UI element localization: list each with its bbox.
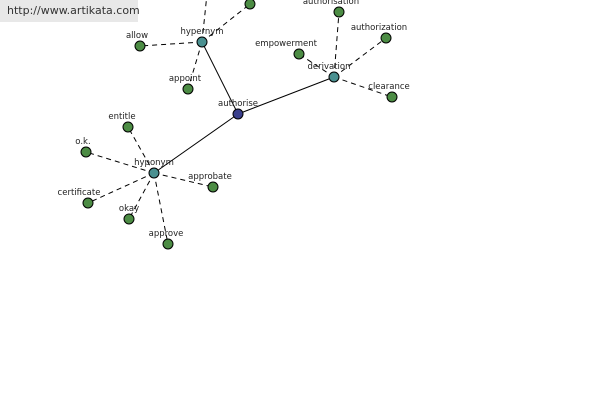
edge-hyponym-o.k. xyxy=(85,151,155,174)
edge-hyponym-approbate xyxy=(153,172,214,188)
node-label: okay xyxy=(119,204,139,214)
node-label: o.k. xyxy=(75,137,90,147)
node-circle[interactable] xyxy=(207,181,219,193)
node-label: authorization xyxy=(351,23,407,33)
node-label: authorise xyxy=(218,99,258,109)
node-circle[interactable] xyxy=(380,32,392,44)
node-circle[interactable] xyxy=(328,71,340,83)
node-label: derivation xyxy=(307,62,350,72)
node-approve[interactable]: approve xyxy=(149,229,184,250)
node-label: certificate xyxy=(58,188,101,198)
node-label: authorisation xyxy=(303,0,359,7)
node-hyp-top1[interactable] xyxy=(244,0,256,10)
edge-hypernym-appoint xyxy=(187,41,203,90)
node-allow[interactable]: allow xyxy=(126,31,148,52)
node-okay[interactable]: okay xyxy=(119,204,139,225)
node-approbate[interactable]: approbate xyxy=(188,172,232,193)
nodes-layer: authorise hypernym derivation hyponym allow a… xyxy=(58,0,410,250)
edge-derivation-empowerment xyxy=(298,53,335,78)
node-circle[interactable] xyxy=(162,238,174,250)
node-circle[interactable] xyxy=(333,6,345,18)
node-circle[interactable] xyxy=(293,48,305,60)
node-circle[interactable] xyxy=(134,40,146,52)
edge-hypernym-allow xyxy=(139,41,203,47)
node-circle[interactable] xyxy=(244,0,256,10)
node-hyponym[interactable]: hyponym xyxy=(134,158,174,179)
edge-hypernym-hyp-top1 xyxy=(201,3,251,43)
node-label: hyponym xyxy=(134,158,174,168)
edge-authorise-derivation xyxy=(237,76,335,115)
node-circle[interactable] xyxy=(232,108,244,120)
edge-derivation-clearance xyxy=(333,76,393,98)
node-ok[interactable]: o.k. xyxy=(75,137,92,158)
node-label: appoint xyxy=(169,74,202,84)
node-certificate[interactable]: certificate xyxy=(58,188,101,209)
edges-layer xyxy=(85,0,393,245)
node-circle[interactable] xyxy=(386,91,398,103)
site-url-banner[interactable]: http://www.artikata.com xyxy=(0,0,140,22)
node-label: approve xyxy=(149,229,184,239)
node-circle[interactable] xyxy=(123,213,135,225)
node-entitle[interactable]: entitle xyxy=(108,112,136,133)
node-label: empowerment xyxy=(255,39,318,49)
node-authorization[interactable]: authorization xyxy=(351,23,407,44)
node-circle[interactable] xyxy=(82,197,94,209)
node-hypernym[interactable]: hypernym xyxy=(180,27,224,48)
node-circle[interactable] xyxy=(122,121,134,133)
edge-authorise-hypernym xyxy=(201,41,239,115)
node-circle[interactable] xyxy=(196,36,208,48)
node-appoint[interactable]: appoint xyxy=(169,74,202,95)
node-authorisation[interactable]: authorisation xyxy=(303,0,359,18)
edge-hypernym-hyp-top2 xyxy=(201,0,207,43)
node-circle[interactable] xyxy=(182,83,194,95)
node-circle[interactable] xyxy=(148,167,160,179)
node-label: allow xyxy=(126,31,148,41)
edge-derivation-authorization xyxy=(333,37,387,78)
node-label: clearance xyxy=(368,82,409,92)
edge-hyponym-approve xyxy=(153,172,169,245)
node-clearance[interactable]: clearance xyxy=(368,82,410,103)
edge-authorise-hyponym xyxy=(153,113,239,174)
node-empowerment[interactable]: empowerment xyxy=(255,39,318,60)
node-derivation[interactable]: derivation xyxy=(307,62,351,83)
edge-hyponym-certificate xyxy=(87,172,155,204)
node-authorise[interactable]: authorise xyxy=(218,99,258,120)
edge-derivation-authorisation xyxy=(333,11,340,78)
node-label: approbate xyxy=(188,172,232,182)
node-label: entitle xyxy=(108,112,135,122)
node-circle[interactable] xyxy=(80,146,92,158)
node-label: hypernym xyxy=(180,27,223,37)
